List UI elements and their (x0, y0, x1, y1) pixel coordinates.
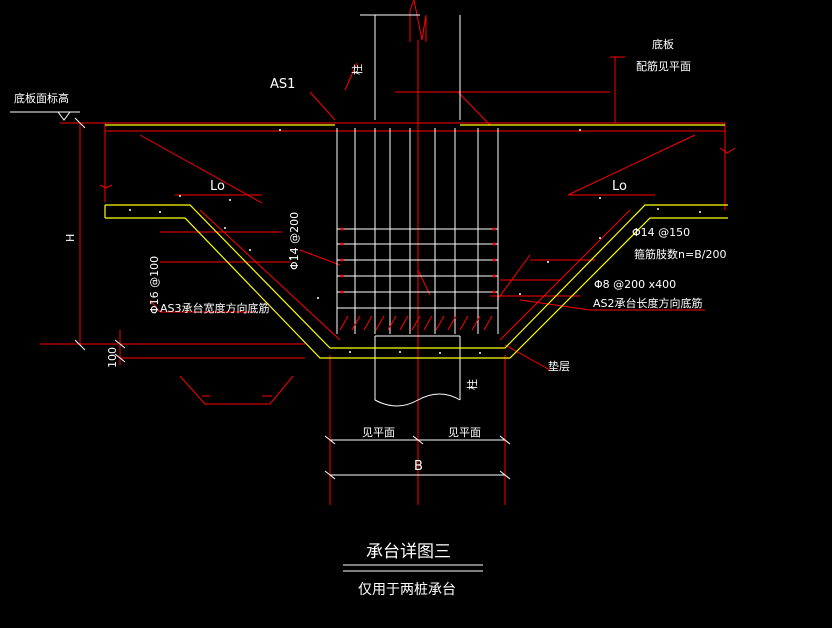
see-plan-left-label: 见平面 (362, 426, 395, 439)
drawing-subtitle: 仅用于两桩承台 (358, 581, 456, 598)
white-structure-lines (10, 14, 511, 572)
rebar-right-label-3: Φ8 @200 x400 (594, 278, 676, 291)
dim-100-label: 100 (106, 347, 119, 368)
red-reference-lines (40, 0, 736, 505)
yellow-concrete-outline (104, 124, 728, 359)
drawing-title: 承台详图三 (366, 542, 451, 562)
bottom-slab-elevation-label: 底板面标高 (14, 91, 69, 105)
see-plan-right-label: 见平面 (448, 426, 481, 439)
column-top-label: 柱 (350, 64, 364, 75)
slab-rebar-label-line2: 配筋见平面 (636, 59, 691, 73)
cage-bottom-hatch (339, 315, 493, 331)
b-dimension-label: B (414, 459, 423, 474)
rebar-right-label-2: 箍筋肢数n=B/200 (634, 247, 726, 261)
concrete-texture-dots (129, 129, 701, 354)
h-dimension-label: H (64, 234, 77, 242)
rebar-end-dots (340, 227, 496, 294)
lo-right-label: Lo (612, 179, 627, 194)
as3-note-label: AS3承台宽度方向底筋 (160, 301, 270, 315)
rebar-right-label-1: Φ14 @150 (632, 226, 690, 239)
rebar-vertical-center-label: Φ14 @200 (288, 212, 301, 270)
cushion-label: 垫层 (548, 359, 570, 373)
rebar-vertical-left-label: Φ16 @100 (148, 256, 161, 314)
as1-label: AS1 (270, 77, 295, 92)
as2-note-label: AS2承台长度方向底筋 (593, 296, 703, 310)
lo-left-label: Lo (210, 179, 225, 194)
slab-rebar-label-line1: 底板 (652, 37, 674, 51)
column-bottom-label: 柱 (465, 379, 479, 390)
